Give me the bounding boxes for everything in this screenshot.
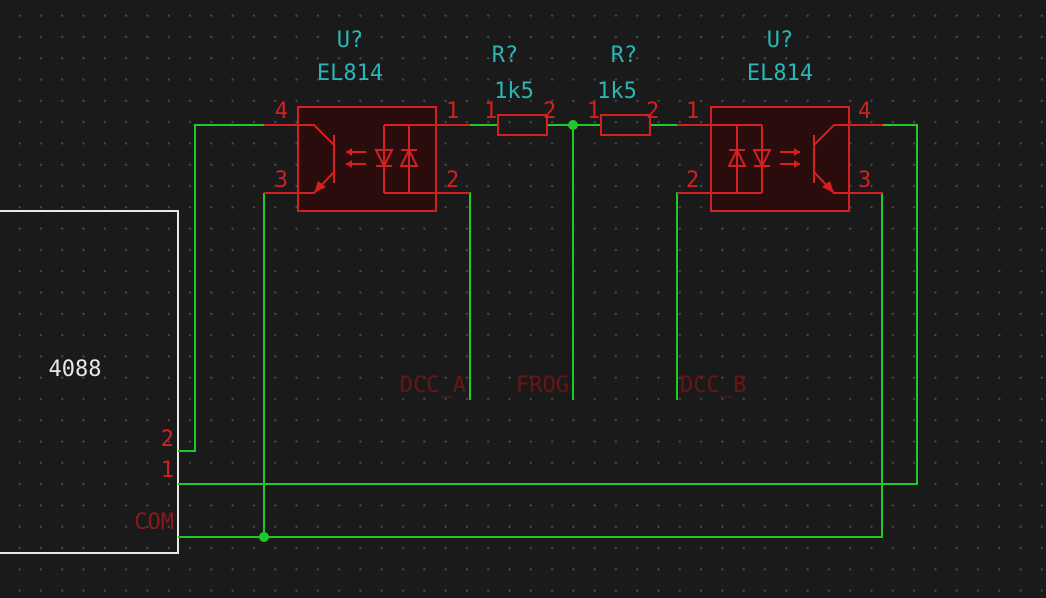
junction-dot-frog xyxy=(568,120,578,130)
r2-pin1-number: 1 xyxy=(587,99,600,124)
u1-value: EL814 xyxy=(317,61,383,86)
u1-body xyxy=(297,106,437,212)
u2-light-arrowhead-1 xyxy=(794,148,800,156)
net-labels: DCC_A FROG DCC_B xyxy=(400,373,746,398)
resistor-right[interactable]: R? 1k5 1 2 xyxy=(587,43,659,136)
u2-pin4-number: 4 xyxy=(858,99,871,124)
wire-block1-to-u2-pin4[interactable] xyxy=(178,124,918,485)
u2-pin2-number: 2 xyxy=(686,168,699,193)
block-outline xyxy=(0,210,179,554)
block-pin-com-label: COM xyxy=(134,510,174,535)
r1-body xyxy=(497,114,548,136)
u1-reference: U? xyxy=(337,28,364,53)
u2-pin1-number: 1 xyxy=(686,99,699,124)
r1-value: 1k5 xyxy=(494,79,534,104)
u1-transistor-collector xyxy=(298,124,335,146)
r2-body xyxy=(600,114,651,136)
wire-block2-to-u1-pin4[interactable] xyxy=(178,124,264,452)
u1-pin4-number: 4 xyxy=(275,99,288,124)
resistor-left[interactable]: R? 1k5 1 2 xyxy=(484,43,556,136)
junction-dot-com xyxy=(259,532,269,542)
wire-com-to-u2-pin3[interactable] xyxy=(178,192,883,538)
u2-led-1 xyxy=(727,147,747,167)
optocoupler-left[interactable]: U? EL814 4 3 1 2 xyxy=(264,28,470,212)
u1-led-rail xyxy=(408,124,436,194)
net-label-dcc-a[interactable]: DCC_A xyxy=(400,373,466,398)
u1-light-arrowhead-1 xyxy=(346,148,352,156)
u1-emitter-arrow xyxy=(314,181,326,193)
wire-dcc-b[interactable] xyxy=(676,192,711,400)
u1-pin3-number: 3 xyxy=(275,168,288,193)
r1-pin1-number: 1 xyxy=(484,99,497,124)
u2-reference: U? xyxy=(767,28,794,53)
r1-pin2-number: 2 xyxy=(543,99,556,124)
u2-transistor-collector xyxy=(813,124,849,146)
optocoupler-right[interactable]: U? EL814 1 2 4 3 xyxy=(677,28,883,212)
wires xyxy=(178,120,918,542)
u2-light-arrowhead-2 xyxy=(794,160,800,168)
r2-reference: R? xyxy=(611,43,638,68)
r1-reference: R? xyxy=(492,43,519,68)
block-pin-1-label: 1 xyxy=(161,458,174,483)
block-name: 4088 xyxy=(49,357,102,382)
block-pin-2-label: 2 xyxy=(161,427,174,452)
u2-led-2 xyxy=(752,149,772,169)
u1-led-1 xyxy=(374,149,394,169)
u2-pin3-number: 3 xyxy=(858,168,871,193)
block-4088[interactable]: 4088 2 1 COM xyxy=(0,210,179,554)
u1-led-2 xyxy=(399,147,419,167)
u2-led-rail xyxy=(711,124,738,194)
u1-light-arrowhead-2 xyxy=(346,160,352,168)
u1-pin1-number: 1 xyxy=(446,99,459,124)
net-label-frog[interactable]: FROG xyxy=(516,373,569,398)
wire-dcc-a[interactable] xyxy=(436,192,471,400)
r2-value: 1k5 xyxy=(597,79,637,104)
r2-pin2-number: 2 xyxy=(646,99,659,124)
u2-value: EL814 xyxy=(747,61,813,86)
u2-emitter-arrow xyxy=(822,181,834,193)
u1-pin2-number: 2 xyxy=(446,168,459,193)
net-label-dcc-b[interactable]: DCC_B xyxy=(680,373,746,398)
